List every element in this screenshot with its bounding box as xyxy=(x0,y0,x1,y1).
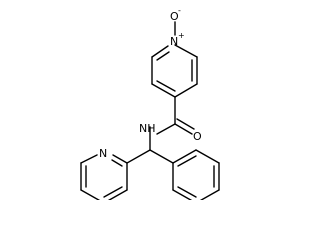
molecule-canvas: O - N + O NH N xyxy=(80,6,220,200)
atom-pyridine-n: N xyxy=(99,147,107,160)
atom-labels: O - N + O NH N xyxy=(99,6,202,160)
bond-n1-c xyxy=(174,44,198,58)
phenyl-bond-5 xyxy=(172,189,193,200)
bond-c-c-left-lower xyxy=(151,83,176,98)
phenyl-bond-4 xyxy=(199,189,220,200)
bond-ch-pyridine xyxy=(126,149,151,164)
bonds xyxy=(80,21,220,200)
phenyl-bond-1 xyxy=(172,149,197,164)
atom-amide-nh: NH xyxy=(139,122,156,135)
atom-carbonyl-o: O xyxy=(193,130,202,143)
phenyl-bond-1-inner xyxy=(177,155,197,167)
bond-c-c-right-lower xyxy=(174,83,198,98)
atom-ring-n-plus: N xyxy=(170,35,178,48)
bond-c-o xyxy=(174,123,193,135)
phenyl-bond-2 xyxy=(195,149,220,164)
pyridine-bond-4 xyxy=(80,189,101,200)
molecule-structure: O - N + O NH N xyxy=(80,6,220,200)
bond-c-n1 xyxy=(151,45,169,58)
bond-c-nh xyxy=(156,123,176,135)
phenyl-bond-5-inner xyxy=(177,186,197,198)
bond-c-o-double xyxy=(176,118,195,130)
bond-c-c-left-lower-inner xyxy=(156,80,176,92)
pyridine-bond-1 xyxy=(112,154,128,164)
pyridine-bond-5 xyxy=(107,189,128,200)
pyridine-bond-5-inner xyxy=(103,186,123,198)
atom-ring-n-charge: + xyxy=(178,31,185,40)
bond-ch-phenyl xyxy=(149,149,174,164)
atom-oxide-o: O xyxy=(170,10,179,23)
bond-c-n1-inner xyxy=(156,51,170,61)
atom-oxide-charge: - xyxy=(178,6,181,15)
pyridine-bond-1-inner xyxy=(111,159,123,167)
pyridine-bond-2 xyxy=(80,154,98,164)
